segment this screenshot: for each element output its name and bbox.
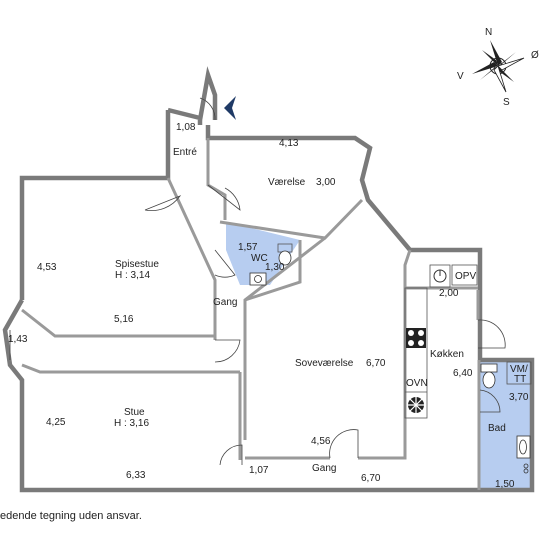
vaerelse-dim-a: 4,13 [279, 138, 299, 149]
compass-n: N [485, 27, 492, 38]
entre-name: Entré [173, 147, 197, 158]
opv-box [451, 264, 478, 286]
sink-icon [249, 272, 267, 286]
spisestue-dim-a: 4,53 [37, 262, 57, 273]
spisestue-dim-b: 5,16 [114, 314, 134, 325]
sovevaerelse-name: Soveværelse [295, 358, 354, 369]
interior-walls [21, 138, 481, 490]
stue-dim-a: 1,43 [8, 334, 28, 345]
wc-dim-b: 1,30 [265, 262, 285, 273]
gang-bottom-dim-a: 1,07 [249, 465, 269, 476]
stue-height: H : 3,16 [114, 418, 149, 429]
opv-label: OPV [455, 271, 476, 282]
koekken-dim-b: 6,40 [453, 368, 473, 379]
vaerelse-dim-b: 3,00 [316, 177, 336, 188]
toilet-icon [277, 243, 293, 266]
wc-name: WC [251, 253, 268, 264]
entrance-arrow-icon [224, 96, 236, 120]
footer-disclaimer: edende tegning uden ansvar. [0, 510, 142, 522]
stove-icon [406, 328, 426, 348]
faucet-icon [523, 463, 529, 474]
vm-tt-box [506, 361, 532, 385]
gang-bottom-name: Gang [312, 463, 336, 474]
vaerelse-name: Værelse [268, 177, 306, 188]
compass-o: Ø [531, 50, 539, 61]
koekken-dim-a: 2,00 [439, 288, 459, 299]
compass-s: S [503, 97, 510, 108]
bad-dim-b: 1,50 [495, 479, 515, 490]
ovn-label: OVN [406, 378, 428, 389]
compass-v: V [457, 71, 464, 82]
koekken-name: Køkken [430, 349, 464, 360]
wc-floor [226, 222, 300, 285]
fan-icon [408, 397, 424, 413]
kitchen-counter [404, 287, 428, 419]
stue-dim-b: 4,25 [46, 417, 66, 428]
entre-dim: 1,08 [176, 122, 196, 133]
gang-bottom-dim-b: 6,70 [361, 473, 381, 484]
sovevaerelse-dim-b: 4,56 [311, 436, 331, 447]
spisestue-name: Spisestue [115, 259, 159, 270]
wc-dim-a: 1,57 [238, 242, 258, 253]
bad-dim-a: 3,70 [509, 392, 529, 403]
bad-name: Bad [488, 423, 506, 434]
doors [9, 97, 506, 466]
vm-label: VM/ [510, 364, 528, 375]
exterior-walls [2, 66, 535, 493]
tt-label: TT [514, 374, 526, 385]
stue-dim-c: 6,33 [126, 470, 146, 481]
compass-rose-icon [472, 40, 525, 93]
sovevaerelse-dim-a: 6,70 [366, 358, 386, 369]
toilet-icon [480, 363, 498, 389]
gang-left-name: Gang [213, 297, 237, 308]
sink-icon [429, 264, 451, 288]
sink-icon [516, 435, 531, 459]
stue-name: Stue [124, 407, 145, 418]
spisestue-height: H : 3,14 [115, 270, 150, 281]
